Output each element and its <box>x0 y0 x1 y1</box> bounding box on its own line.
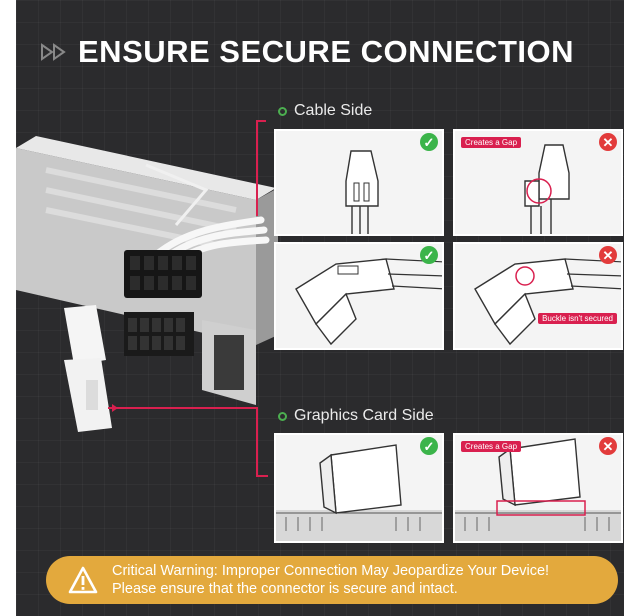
callout-line <box>256 475 268 477</box>
x-icon: ✕ <box>599 133 617 151</box>
connector-top-view <box>345 150 379 234</box>
cable-incorrect-panel-bottom: Buckle isn't secured ✕ <box>453 242 623 350</box>
cable-incorrect-panel-top: Creates a Gap ✕ <box>453 129 623 236</box>
card-incorrect-panel: Creates a Gap ✕ <box>453 433 623 543</box>
title-row: ENSURE SECURE CONNECTION <box>40 30 574 74</box>
check-icon: ✓ <box>420 437 438 455</box>
play-arrows-icon <box>41 43 66 61</box>
page-title: ENSURE SECURE CONNECTION <box>78 34 574 69</box>
graphics-card-side-label: Graphics Card Side <box>278 407 434 425</box>
cable-side-label: Cable Side <box>278 102 372 120</box>
check-icon: ✓ <box>420 246 438 264</box>
buckle-tag: Buckle isn't secured <box>538 313 617 324</box>
graphics-card-illustration <box>16 136 278 432</box>
cable-correct-panel-bottom: ✓ <box>274 242 444 350</box>
connector-unsecured-view <box>474 258 621 346</box>
gap-tag: Creates a Gap <box>461 137 522 148</box>
cable-correct-panel-top: ✓ <box>274 129 444 236</box>
section-dot-icon <box>278 411 287 421</box>
connector-gap-view <box>524 144 570 234</box>
x-icon: ✕ <box>599 246 617 264</box>
check-icon: ✓ <box>420 133 438 151</box>
warning-banner: Critical Warning: Improper Connection Ma… <box>46 556 618 604</box>
section-dot-icon <box>278 106 287 116</box>
x-icon: ✕ <box>599 437 617 455</box>
warning-line-2: Please ensure that the connector is secu… <box>112 581 458 597</box>
callout-line <box>116 407 256 409</box>
card-connector-view <box>276 444 442 541</box>
warning-text: Critical Warning: Improper Connection Ma… <box>112 562 549 598</box>
callout-line <box>256 120 258 216</box>
card-correct-panel: ✓ <box>274 433 444 543</box>
gap-tag: Creates a Gap <box>461 441 522 452</box>
warning-line-1: Critical Warning: Improper Connection Ma… <box>112 563 550 579</box>
warning-triangle-icon <box>68 566 98 594</box>
infographic: ENSURE SECURE CONNECTION <box>16 0 624 616</box>
connector-angled-view <box>295 258 442 346</box>
callout-line <box>256 120 266 122</box>
callout-line <box>256 407 258 475</box>
card-connector-gap-view <box>455 438 621 541</box>
